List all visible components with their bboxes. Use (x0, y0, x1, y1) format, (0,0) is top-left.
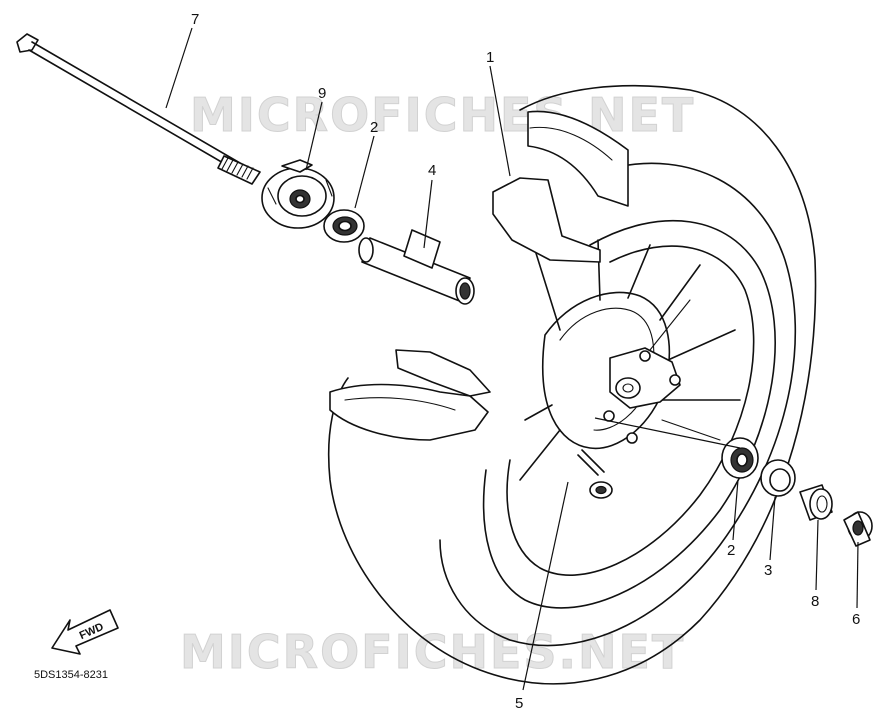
callout-6: 6 (852, 611, 860, 628)
figure-code: 5DS1354-8231 (34, 669, 108, 681)
dust-cover (843, 511, 873, 547)
front-wheel (327, 84, 817, 685)
leader-lines (165, 27, 859, 691)
watermark-bottom: MICROFICHES.NET (180, 625, 685, 679)
oil-seal (760, 459, 796, 497)
callout-3: 3 (764, 562, 772, 579)
watermark-top: MICROFICHES.NET (190, 88, 695, 142)
bearing-lower (721, 437, 759, 479)
callout-5: 5 (515, 695, 523, 712)
callout-7: 7 (191, 11, 199, 28)
callout-1: 1 (486, 49, 494, 66)
callout-4: 4 (428, 162, 436, 179)
collar (799, 484, 833, 521)
valve (577, 449, 613, 499)
callout-9: 9 (318, 85, 326, 102)
callout-2-upper: 2 (370, 119, 378, 136)
fwd-direction-badge: FWD (51, 609, 119, 655)
callout-8: 8 (811, 593, 819, 610)
callout-2-lower: 2 (727, 542, 735, 559)
bearing-upper (323, 209, 365, 243)
wheel-axle (16, 33, 261, 185)
gear-unit (261, 159, 335, 229)
spacer (358, 229, 475, 305)
